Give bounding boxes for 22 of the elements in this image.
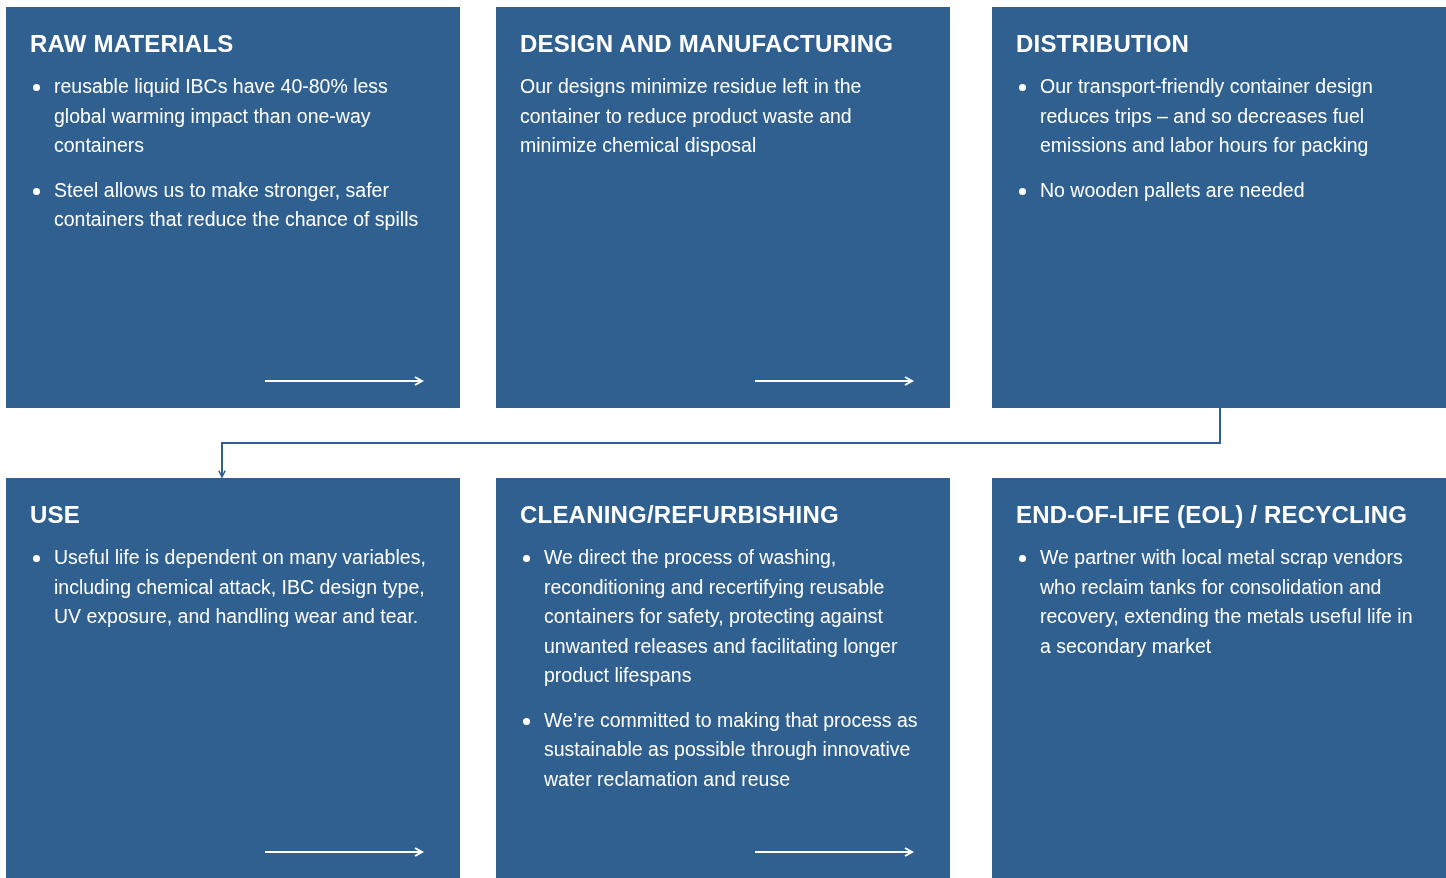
stage-heading: DISTRIBUTION: [1016, 29, 1191, 58]
stage-box: [6, 7, 460, 408]
stage-box: [992, 7, 1446, 408]
stage-box: [992, 478, 1446, 878]
bullet-text: We direct the process of washing, reconditioning and recertifying reusable containers for safety, protecting against unwanted releases and facilitating longer product lifespans: [544, 545, 899, 688]
stage-heading: USE: [30, 500, 81, 529]
arrow: [218, 407, 1221, 478]
body-text: Our designs minimize residue left in the container to reduce product waste and minimize chemical disposal: [520, 74, 863, 158]
stage-box: [496, 478, 950, 878]
stage-heading: END-OF-LIFE (EOL) / RECYCLING: [1016, 500, 1409, 529]
bullet-text: No wooden pallets are needed: [1040, 177, 1306, 203]
bullet-text: Our transport-friendly container design reduces trips – and so decreases fuel emissions and labor hours for packing: [1040, 74, 1374, 158]
stage-heading: RAW MATERIALS: [30, 29, 235, 58]
bullet-text: We partner with local metal scrap vendors who reclaim tanks for consolidation and recovery, extending the metals useful life in a secondary market: [1040, 545, 1414, 659]
bullet-text: We’re committed to making that process as sustainable as possible through innovative water reclamation and reuse: [544, 707, 919, 792]
bullet-text: Useful life is dependent on many variables, including chemical attack, IBC design type, UV exposure, and handling wear and tear.: [54, 545, 427, 629]
bullet-text: reusable liquid IBCs have 40-80% less global warming impact than one-way containers: [54, 74, 389, 158]
stage-box: [496, 7, 950, 408]
stage-box: [6, 478, 460, 878]
bullet-text: Steel allows us to make stronger, safer containers that reduce the chance of spills: [54, 177, 420, 232]
stage-heading: CLEANING/REFURBISHING: [520, 500, 840, 529]
stage-heading: DESIGN AND MANUFACTURING: [520, 29, 895, 58]
